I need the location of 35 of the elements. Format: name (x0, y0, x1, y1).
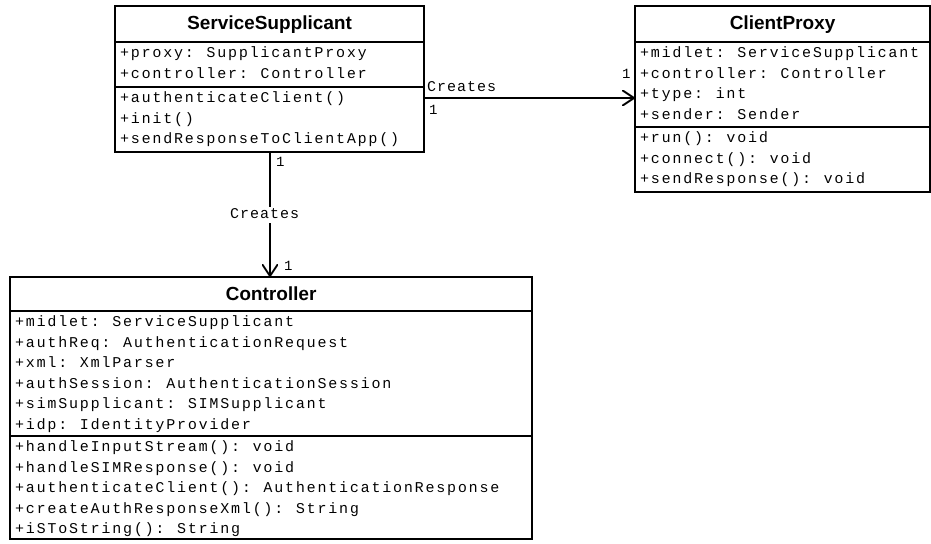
attribute-text: +controller: Controller (120, 64, 368, 84)
method-text: +createAuthResponseXml(): String (15, 500, 361, 520)
multiplicity-label: 1 (622, 68, 630, 82)
method-text: +handleSIMResponse(): void (15, 458, 296, 478)
class-name: ClientProxy (728, 12, 836, 36)
class-box (9, 276, 533, 540)
method-text: +run(): void (640, 129, 770, 149)
attribute-text: +midlet: ServiceSupplicant (15, 313, 296, 333)
association-arrow (425, 89, 635, 107)
attribute-text: +proxy: SupplicantProxy (120, 44, 368, 64)
attribute-text: +simSupplicant: SIMSupplicant (15, 395, 328, 415)
association-arrow (261, 153, 279, 277)
method-text: +iSToString(): String (15, 520, 242, 540)
attribute-text: +authReq: AuthenticationRequest (15, 334, 350, 354)
class-name: Controller (224, 283, 318, 307)
method-text: +init() (120, 110, 196, 130)
method-text: +sendResponse(): void (640, 170, 867, 190)
attribute-text: +xml: XmlParser (15, 354, 178, 374)
attribute-text: +controller: Controller (640, 64, 888, 84)
method-text: +authenticateClient() (120, 89, 347, 109)
attribute-text: +idp: IdentityProvider (15, 416, 253, 436)
method-text: +handleInputStream(): void (15, 438, 296, 458)
multiplicity-label: 1 (284, 260, 292, 274)
attribute-text: +authSession: AuthenticationSession (15, 374, 394, 394)
method-text: +authenticateClient(): AuthenticationResponse (15, 479, 502, 499)
class-name: ServiceSupplicant (186, 12, 353, 36)
attribute-text: +type: int (640, 85, 748, 105)
attribute-text: +midlet: ServiceSupplicant (640, 44, 921, 64)
method-text: +sendResponseToClientApp() (120, 130, 401, 150)
attribute-text: +sender: Sender (640, 106, 802, 126)
class-box (114, 5, 425, 153)
class-box (634, 5, 931, 193)
multiplicity-label: 1 (429, 104, 438, 118)
multiplicity-label: 1 (276, 156, 284, 170)
method-text: +connect(): void (640, 150, 813, 170)
